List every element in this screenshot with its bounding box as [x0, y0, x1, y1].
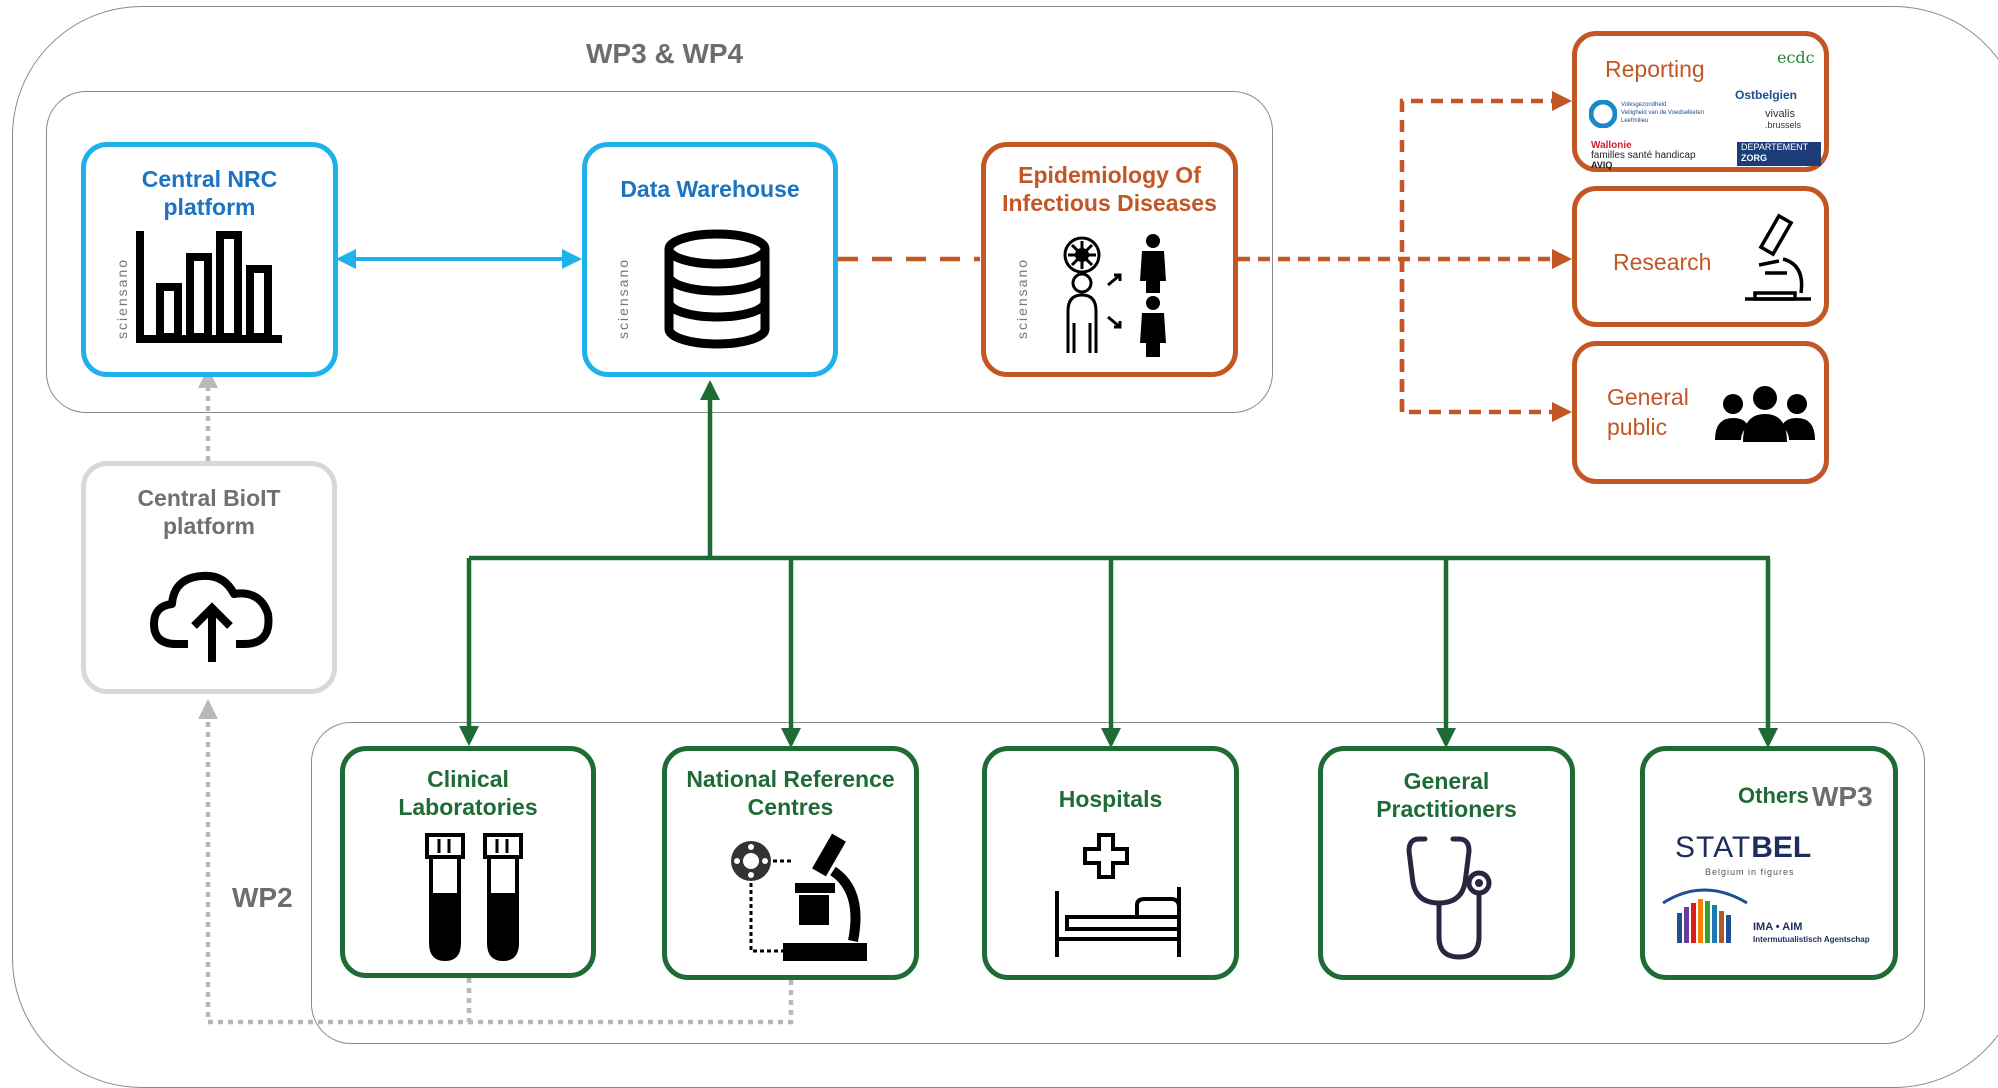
- vivalis-subtext: .brussels: [1765, 120, 1802, 130]
- statbel-logo: STATBEL: [1675, 831, 1811, 865]
- ima-aim-text: IMA • AIM: [1753, 921, 1803, 933]
- flanders-text-3: Leefmilieu: [1621, 118, 1649, 124]
- epidemiology-node[interactable]: Epidemiology Of Infectious Diseases scie…: [981, 142, 1238, 377]
- flanders-logo-icon: [1589, 100, 1617, 128]
- vivalis-logo: vivalis: [1765, 108, 1795, 120]
- microscope-icon: [1745, 213, 1811, 301]
- connector-lines: [197, 90, 1779, 1025]
- general-public-output[interactable]: General public: [1572, 341, 1829, 484]
- ecdc-logo: ecdc: [1777, 48, 1815, 67]
- ostbelgien-logo: Ostbelgien: [1735, 88, 1798, 102]
- wp3-wp4-label: WP3 & WP4: [586, 38, 744, 69]
- central-biolt-title-1: Central BioIT: [137, 485, 281, 511]
- sciensano-logo: sciensano: [1014, 257, 1030, 339]
- departement-text: DEPARTEMENT: [1741, 142, 1809, 152]
- central-nrc-title-1: Central NRC: [141, 166, 278, 192]
- wp2-label: WP2: [232, 882, 293, 913]
- grey-dotted-flow: [197, 367, 794, 1025]
- reporting-label: Reporting: [1605, 56, 1705, 82]
- statbel-bel: BEL: [1751, 831, 1812, 864]
- data-warehouse-node[interactable]: Data Warehouse sciensano: [582, 142, 838, 377]
- ima-aim-subtext: Intermutualistisch Agentschap: [1753, 935, 1870, 944]
- national-reference-centres-node[interactable]: National Reference Centres: [662, 746, 919, 980]
- departement-zorg-logo: DEPARTEMENT ZORG: [1737, 142, 1821, 166]
- gp-title-2: Practitioners: [1376, 796, 1517, 822]
- flanders-text-2: Veiligheid van de Voedselketen: [1621, 110, 1705, 116]
- research-label: Research: [1613, 249, 1712, 275]
- central-nrc-title-2: platform: [163, 194, 256, 220]
- epidemiology-title-2: Infectious Diseases: [1002, 190, 1217, 216]
- dashed-epi-outputs: [1238, 90, 1573, 423]
- general-public-text-1: General: [1607, 384, 1689, 410]
- disease-transmission-icon: [1063, 234, 1166, 357]
- sciensano-logo: sciensano: [615, 257, 631, 339]
- general-public-text-2: public: [1607, 414, 1668, 440]
- cloud-upload-icon: [150, 571, 273, 662]
- aviq-logo: AVIQ: [1591, 160, 1613, 170]
- central-nrc-platform-node[interactable]: Central NRC platform sciensano: [81, 142, 338, 377]
- stethoscope-icon: [1406, 836, 1492, 960]
- wp3-label: WP3: [1812, 781, 1873, 812]
- flanders-text-1: Volksgezondheid: [1621, 102, 1667, 108]
- statbel-stat: STAT: [1675, 831, 1752, 864]
- central-biolt-title-2: platform: [163, 513, 255, 539]
- wallonie-subtext: familles santé handicap: [1591, 150, 1696, 161]
- hospitals-title: Hospitals: [1058, 786, 1163, 812]
- bar-chart-icon: [136, 231, 282, 343]
- nrc-title-1: National Reference: [686, 766, 895, 792]
- wallonie-logo: Wallonie: [1591, 140, 1632, 151]
- data-warehouse-title: Data Warehouse: [620, 176, 800, 202]
- nrc-title-2: Centres: [747, 794, 834, 820]
- test-tubes-icon: [425, 833, 523, 962]
- clinical-labs-title-2: Laboratories: [398, 794, 538, 820]
- sciensano-logo: sciensano: [114, 257, 130, 339]
- statbel-subtext: Belgium in figures: [1705, 867, 1795, 877]
- epidemiology-title-1: Epidemiology Of: [1018, 162, 1201, 188]
- general-practitioners-node[interactable]: General Practitioners: [1318, 746, 1575, 980]
- clinical-labs-title-1: Clinical: [427, 766, 509, 792]
- central-biolt-platform-node[interactable]: Central BioIT platform: [81, 461, 337, 694]
- green-data-flow: [458, 379, 1779, 749]
- gp-title-1: General: [1403, 768, 1490, 794]
- ima-aim-logo-icon: [1662, 888, 1748, 943]
- zorg-text: ZORG: [1741, 153, 1767, 163]
- hospitals-node[interactable]: Hospitals: [982, 746, 1239, 980]
- database-icon: [664, 229, 770, 349]
- others-title: Others: [1738, 783, 1809, 808]
- general-public-label: General public: [1607, 382, 1689, 442]
- reporting-output[interactable]: Reporting ecdc Ostbelgien Volksgezondhei…: [1572, 31, 1829, 172]
- hospital-bed-icon: [1055, 833, 1181, 957]
- clinical-laboratories-node[interactable]: Clinical Laboratories: [340, 746, 596, 978]
- research-output[interactable]: Research: [1572, 186, 1829, 327]
- microscope-virus-icon: [731, 833, 867, 961]
- others-node[interactable]: Others WP3 STATBEL Belgium in figures IM…: [1640, 746, 1898, 980]
- people-icon: [1715, 386, 1815, 442]
